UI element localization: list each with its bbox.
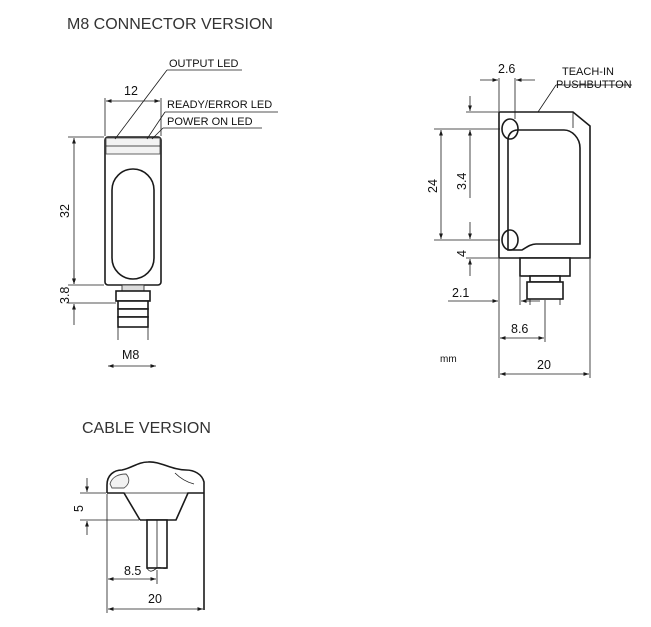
mounting-hole-top [501, 118, 519, 140]
side-connector-center-label: 8.6 [511, 322, 528, 336]
cable-height-label: 5 [72, 505, 86, 512]
front-thread-label: M8 [122, 348, 139, 362]
front-connector-nut [115, 290, 151, 302]
side-view: 2.6 TEACH-IN PUSHBUTTON 24 3.4 4 2.1 8.6 [426, 62, 632, 378]
side-hole-top-label: 2.6 [498, 62, 515, 76]
side-height-label: 24 [426, 179, 440, 193]
front-body [104, 136, 162, 286]
power-on-led-callout: POWER ON LED [167, 116, 253, 128]
side-inner-window [507, 129, 581, 251]
cable-view: 5 8.5 20 [72, 461, 205, 613]
front-width-label: 12 [124, 84, 138, 98]
units-label: mm [440, 354, 457, 365]
cable-body-outline [106, 461, 205, 610]
front-view: 12 32 3.8 M8 OUTPUT LED READY/ERROR LED … [58, 58, 278, 368]
cable-position-label: 8.5 [124, 564, 141, 578]
side-connector-offset-label: 2.1 [452, 286, 469, 300]
front-window [111, 168, 155, 280]
side-hole-spacing-label: 3.4 [455, 173, 469, 190]
side-width-label: 20 [537, 358, 551, 372]
output-led-callout: OUTPUT LED [169, 58, 239, 70]
side-connector-base [519, 257, 571, 277]
side-body [498, 111, 591, 259]
front-height-label: 32 [58, 204, 72, 218]
m8-version-title: M8 CONNECTOR VERSION [67, 16, 273, 33]
mounting-hole-bottom [501, 229, 519, 251]
cable-version-title: CABLE VERSION [82, 420, 211, 437]
teach-in-callout-line1: TEACH-IN [562, 66, 614, 78]
front-connector-offset-label: 3.8 [58, 287, 72, 304]
side-connector-nut [529, 275, 561, 283]
cable-width-label: 20 [148, 592, 162, 606]
ready-error-led-callout: READY/ERROR LED [167, 99, 272, 111]
side-hole-bottom-label: 4 [455, 250, 469, 257]
front-connector-base [121, 284, 145, 292]
teach-in-callout-line2: PUSHBUTTON [556, 79, 632, 91]
